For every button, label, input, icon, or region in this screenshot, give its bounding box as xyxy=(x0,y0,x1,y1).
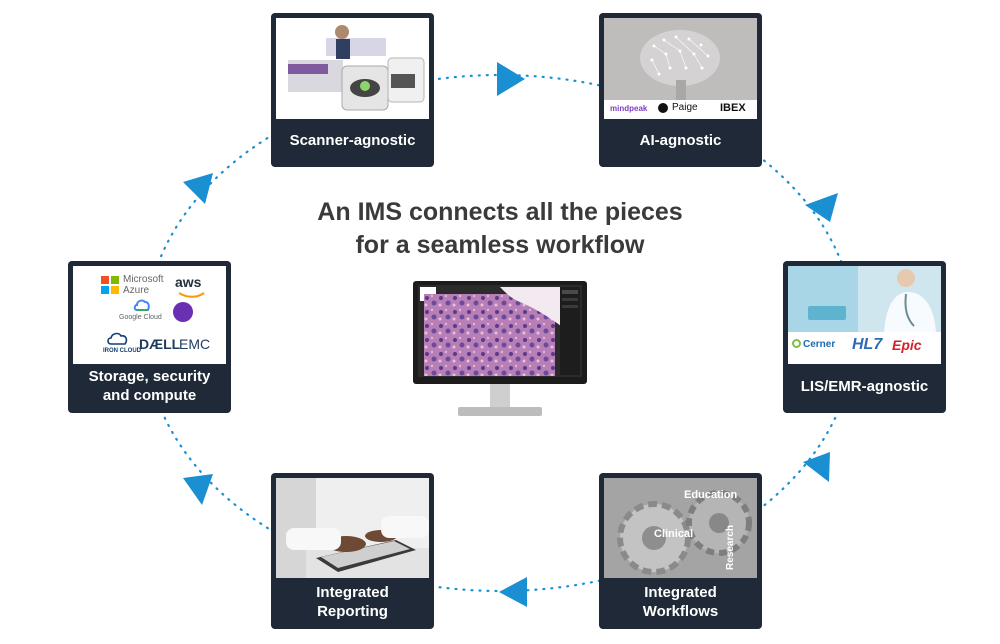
arrow-right-icon xyxy=(497,62,525,96)
iron-cloud-icon xyxy=(107,332,128,345)
education-label: Education xyxy=(684,489,738,501)
reporting-label-line-1: Integrated xyxy=(316,584,389,601)
workflows-image: Education Clinical Research xyxy=(604,478,757,578)
storage-label-line-1: Storage, security xyxy=(88,368,211,385)
aws-smile-icon xyxy=(178,292,205,298)
ai-agnostic-card: mindpeak Paige IBEX AI-agnostic xyxy=(599,13,762,167)
scanner-agnostic-label: Scanner-agnostic xyxy=(289,132,416,149)
arrow-up-left-icon xyxy=(183,474,213,505)
arrow-down-left-icon xyxy=(803,452,830,482)
arrow-up-right-icon xyxy=(183,173,213,204)
storage-security-compute-label: Storage, security and compute xyxy=(68,367,231,405)
microsoft-azure-line-2: Azure xyxy=(123,285,150,296)
clinical-label: Clinical xyxy=(654,528,694,540)
monitor-icon xyxy=(413,281,587,416)
badge-logo-icon xyxy=(173,302,193,322)
title-line-2: for a seamless workflow xyxy=(355,231,645,259)
microsoft-azure-logo: Microsoft Azure xyxy=(123,274,164,296)
integrated-workflows-card: Education Clinical Research Integrated W… xyxy=(599,473,762,629)
reporting-image xyxy=(276,478,429,578)
workflows-label-line-2: Workflows xyxy=(642,603,719,620)
scanner-image xyxy=(276,18,429,119)
integrated-reporting-label: Integrated Reporting xyxy=(271,583,434,621)
iron-cloud-logo: IRON CLOUD xyxy=(103,348,141,354)
ai-agnostic-label: AI-agnostic xyxy=(639,132,722,149)
lis-emr-agnostic-card: Cerner HL7 Epic LIS/EMR-agnostic xyxy=(783,261,946,413)
storage-security-compute-card: Microsoft Azure aws Google Cloud IRON CL… xyxy=(68,261,231,413)
cerner-logo: Cerner xyxy=(792,339,835,350)
google-cloud-logo: Google Cloud xyxy=(119,314,162,321)
integrated-reporting-card: Integrated Reporting xyxy=(271,473,434,629)
scanner-agnostic-card: Scanner-agnostic xyxy=(271,13,434,167)
cerner-logo-text: Cerner xyxy=(803,339,836,350)
reporting-label-line-2: Reporting xyxy=(317,603,388,620)
workflows-label-line-1: Integrated xyxy=(644,584,717,601)
integrated-workflows-label: Integrated Workflows xyxy=(599,583,762,621)
lis-emr-image: Cerner HL7 Epic xyxy=(788,266,941,364)
ibex-logo: IBEX xyxy=(720,102,746,114)
storage-logos-image: Microsoft Azure aws Google Cloud IRON CL… xyxy=(73,266,226,364)
ai-image: mindpeak Paige IBEX xyxy=(604,18,757,119)
hl7-logo: HL7 xyxy=(852,336,883,353)
cerner-logo-icon xyxy=(792,339,801,348)
lis-emr-agnostic-label: LIS/EMR-agnostic xyxy=(800,378,929,395)
microsoft-logo-icon xyxy=(101,276,119,294)
arrow-down-right-icon xyxy=(805,193,838,222)
paige-logo-icon xyxy=(658,103,668,113)
epic-logo: Epic xyxy=(892,337,922,353)
mindpeak-logo: mindpeak xyxy=(610,104,648,113)
title-line-1: An IMS connects all the pieces xyxy=(317,198,683,226)
arrow-left-icon xyxy=(499,577,527,607)
dell-logo: DÆLL xyxy=(139,336,181,352)
emc-logo: EMC xyxy=(179,336,211,352)
paige-logo: Paige xyxy=(672,102,698,113)
storage-label-line-2: and compute xyxy=(102,387,197,404)
diagram-title: An IMS connects all the pieces for a sea… xyxy=(250,196,750,262)
google-cloud-icon xyxy=(133,299,150,311)
microsoft-azure-line-1: Microsoft xyxy=(123,274,164,285)
research-label: Research xyxy=(725,524,737,571)
aws-logo: aws xyxy=(175,274,202,290)
